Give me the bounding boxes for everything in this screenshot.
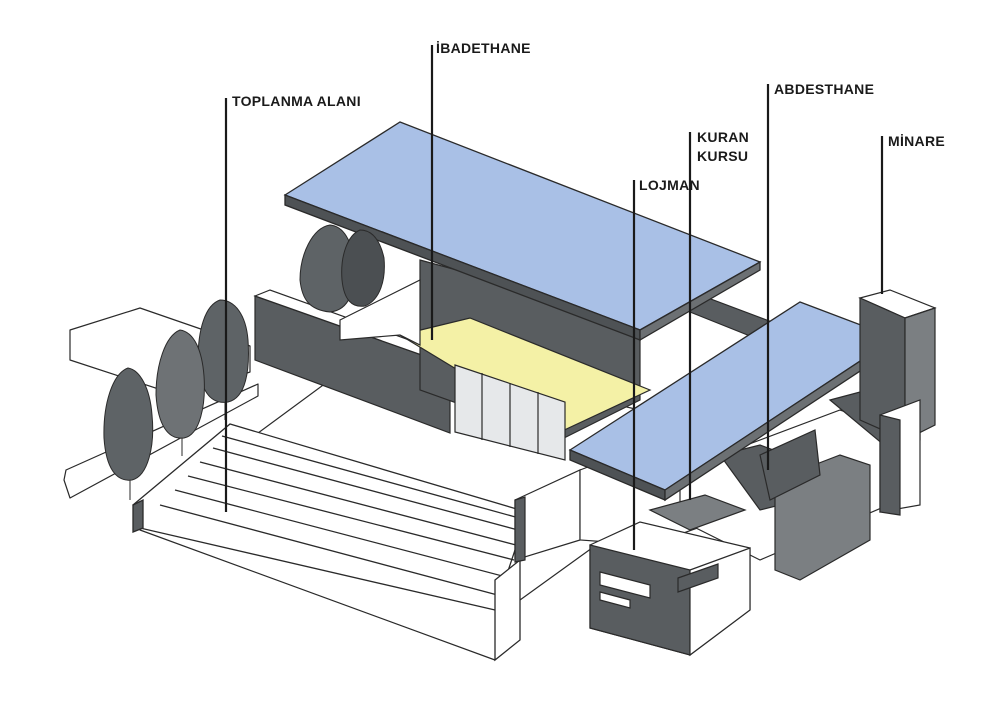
leader-lines (224, 45, 884, 550)
prayer-hall-roof (283, 121, 762, 342)
label-minare: MİNARE (888, 133, 946, 149)
label-kuran-line2: KURSU (697, 148, 749, 164)
service-wing-roof (568, 301, 897, 502)
tree (341, 229, 385, 307)
label-abdesthane: ABDESTHANE (774, 81, 875, 97)
label-lojman: LOJMAN (639, 177, 700, 193)
tree (103, 367, 154, 500)
tree (155, 329, 205, 456)
label-toplanma-alani: TOPLANMA ALANI (232, 93, 361, 109)
label-ibadethane: İBADETHANE (436, 40, 531, 56)
trees (103, 224, 385, 500)
plaza-steps (132, 423, 521, 662)
minaret (858, 289, 937, 516)
label-kuran-line1: KURAN (697, 129, 750, 145)
kuran-kursu-block (648, 494, 747, 531)
